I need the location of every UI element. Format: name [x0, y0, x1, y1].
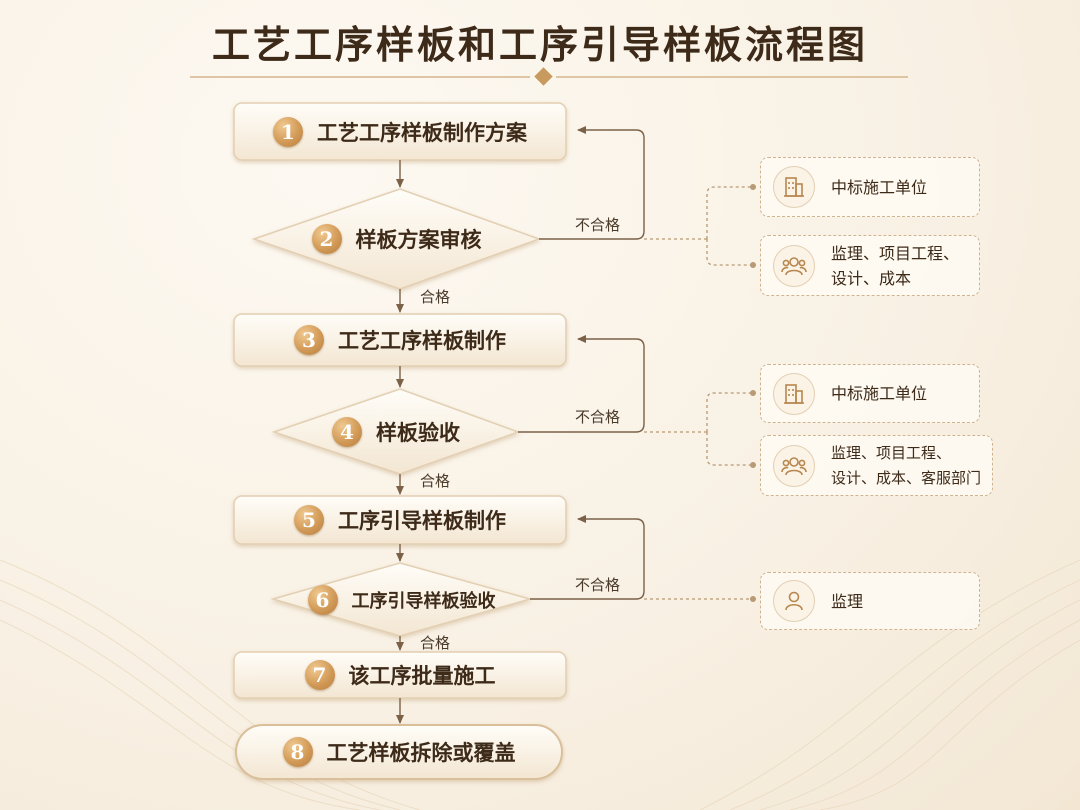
- step-6-number: 6: [307, 584, 338, 615]
- step-5-label: 工序引导样板制作: [338, 508, 506, 533]
- loop-4-3: [518, 335, 645, 433]
- participant-box-2: 监理、项目工程、 设计、成本: [760, 235, 980, 296]
- participant-4-line-2: 设计、成本、客服部门: [831, 468, 982, 487]
- step-3-number: 3: [294, 325, 324, 355]
- connector-4: [644, 392, 752, 466]
- participant-1-line-1: 中标施工单位: [831, 177, 928, 197]
- step-8-label: 工艺样板拆除或覆盖: [326, 740, 516, 765]
- step-7: 7 该工序批量施工: [234, 652, 566, 698]
- step-5-number: 5: [294, 505, 324, 535]
- step-3: 3 工艺工序样板制作: [234, 314, 566, 366]
- participant-2-line-1: 监理、项目工程、: [831, 243, 960, 263]
- step-4: 4 样板验收: [274, 389, 518, 474]
- page-title: 工艺工序样板和工序引导样板流程图: [211, 22, 868, 67]
- participant-box-1: 中标施工单位: [760, 157, 980, 217]
- participant-4-line-1: 监理、项目工程、: [831, 443, 952, 462]
- participant-5-line-1: 监理: [831, 591, 864, 611]
- pass-label-2: 合格: [420, 288, 451, 306]
- step-7-label: 该工序批量施工: [348, 663, 496, 688]
- step-2-number: 2: [311, 224, 342, 254]
- step-7-number: 7: [304, 660, 335, 690]
- fail-label-4: 不合格: [575, 408, 621, 426]
- step-2: 2 样板方案审核: [254, 189, 539, 289]
- step-5: 5 工序引导样板制作: [234, 496, 566, 544]
- participant-2-line-2: 设计、成本: [831, 268, 912, 288]
- loop-6-5: [530, 515, 645, 600]
- person-icon: [773, 580, 815, 622]
- step-2-label: 样板方案审核: [355, 227, 482, 252]
- participant-box-3: 中标施工单位: [760, 364, 980, 423]
- step-1: 1 工艺工序样板制作方案: [234, 103, 566, 160]
- step-4-label: 样板验收: [376, 419, 460, 445]
- participant-3-line-1: 中标施工单位: [831, 384, 928, 403]
- pass-label-4: 合格: [420, 472, 451, 490]
- fail-label-6: 不合格: [575, 576, 621, 594]
- fail-label-2: 不合格: [575, 216, 621, 234]
- title-divider-diamond: [534, 67, 553, 86]
- step-3-label: 工艺工序样板制作: [338, 328, 506, 353]
- group-icon: [773, 444, 815, 487]
- loop-2-1: [539, 126, 645, 240]
- step-1-label: 工艺工序样板制作方案: [317, 119, 527, 145]
- group-icon: [773, 244, 815, 287]
- step-8: 8 工艺样板拆除或覆盖: [236, 725, 562, 779]
- participant-box-4: 监理、项目工程、 设计、成本、客服部门: [760, 435, 993, 496]
- step-8-box: [235, 724, 563, 780]
- step-1-number: 1: [273, 116, 303, 147]
- connector-2: [644, 186, 752, 266]
- step-6-label: 工序引导样板验收: [351, 590, 496, 612]
- step-4-number: 4: [332, 416, 362, 447]
- step-8-number: 8: [282, 737, 313, 767]
- building-icon: [773, 166, 815, 208]
- pass-label-6: 合格: [420, 634, 451, 652]
- participant-box-5: 监理: [760, 572, 980, 630]
- step-6: 6 工序引导样板验收: [273, 563, 530, 636]
- building-icon: [773, 372, 815, 415]
